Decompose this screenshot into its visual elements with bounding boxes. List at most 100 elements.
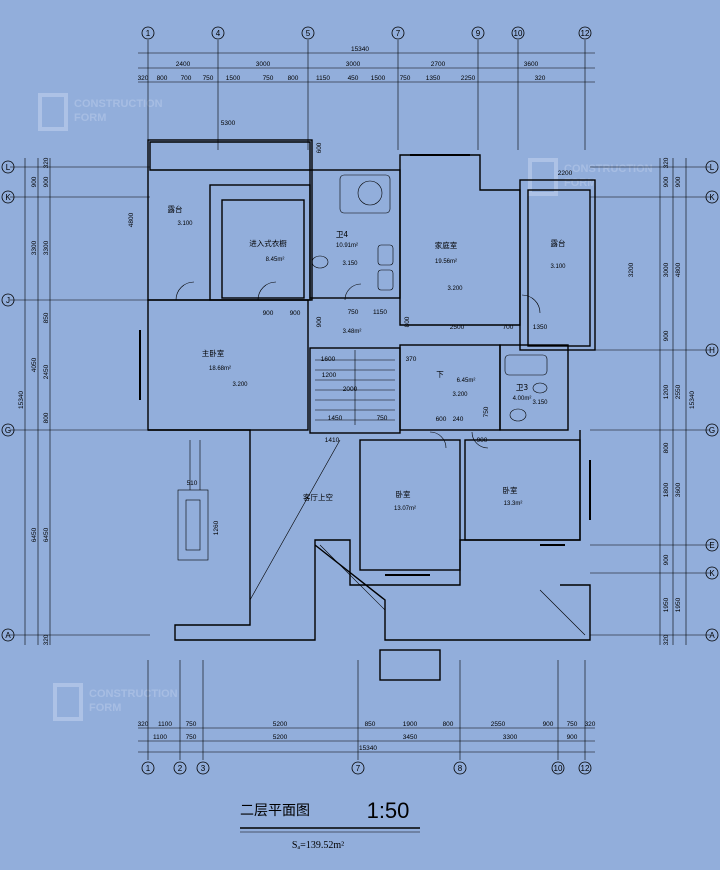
inner-dim: 2500: [450, 324, 465, 331]
dim-right-2: 3600: [675, 482, 682, 497]
dim-right-1: 900: [663, 554, 670, 565]
room-name: 露台: [168, 204, 183, 214]
room-name: 卧室: [503, 485, 518, 495]
axis-label: 4: [216, 29, 221, 38]
dim-right-1: 320: [663, 157, 670, 168]
room-elev: 3.100: [550, 264, 566, 270]
axis-label: H: [709, 346, 715, 355]
dim-top-1: 2400: [176, 61, 191, 68]
watermark-sub: FORM: [564, 177, 596, 189]
detail-lines: [139, 154, 591, 636]
room-elev: 3.200: [452, 392, 468, 398]
axis-label: A: [5, 631, 11, 640]
dim-left-1: 800: [43, 412, 50, 423]
room-name: 进入式衣橱: [249, 238, 287, 248]
inner-dim: 370: [406, 356, 417, 363]
axis-label: 12: [581, 29, 590, 38]
axis-label: L: [710, 163, 715, 172]
axis-label: L: [6, 163, 11, 172]
axis-lines: [10, 40, 710, 760]
inner-dim: 4800: [128, 212, 135, 227]
axis-label: 5: [306, 29, 311, 38]
axis-label: 12: [581, 764, 590, 773]
dim-bottom-1: 800: [443, 721, 454, 728]
dim-bottom-1: 1100: [158, 721, 172, 728]
axis-label: 7: [356, 764, 361, 773]
dim-top-2: 320: [138, 75, 149, 82]
room-name: 下: [436, 370, 444, 379]
room-elev: 3.200: [447, 286, 463, 292]
axis-label: 10: [554, 764, 563, 773]
dim-left-total: 15340: [18, 391, 25, 409]
axis-label: 2: [178, 764, 183, 773]
room-elev: 3.150: [342, 261, 358, 267]
dim-bottom-1: 1900: [403, 721, 418, 728]
dim-top-total: 15340: [351, 46, 369, 53]
dim-left-1: 900: [43, 176, 50, 187]
dim-bottom-1: 750: [186, 721, 197, 728]
dim-right-1: 1200: [663, 384, 670, 399]
inner-dim: 2200: [558, 170, 573, 177]
axis-label: K: [5, 193, 11, 202]
watermark-sub: FORM: [89, 702, 121, 714]
inner-dim: 900: [290, 310, 301, 317]
watermark-logo-icon: [528, 158, 558, 196]
dimension-lines: [24, 52, 687, 753]
dim-bottom-1: 5200: [273, 721, 288, 728]
dim-right-1: 3000: [663, 262, 670, 277]
axis-label: 8: [458, 764, 463, 773]
dim-bottom-2: 900: [567, 734, 578, 741]
axis-label: E: [709, 541, 714, 550]
room-area: 13.07m²: [394, 506, 416, 512]
watermark-brand: CONSTRUCTION: [89, 688, 178, 700]
axis-bubbles-bottom: 1 2 3 7 8 10 12: [141, 761, 592, 775]
drawing-title: 二层平面图: [240, 803, 310, 819]
dim-right-1: 800: [663, 442, 670, 453]
dim-bottom-total: 15340: [359, 745, 377, 752]
dim-bottom-1: 320: [138, 721, 149, 728]
axis-label: K: [709, 569, 715, 578]
dim-left-1: 320: [43, 157, 50, 168]
inner-dim: 1450: [328, 415, 343, 422]
walls: [147, 139, 596, 681]
dim-right-1: 320: [663, 634, 670, 645]
room-elev: 3.200: [232, 382, 248, 388]
axis-bubbles-right: L K H G E K A: [705, 160, 719, 642]
dim-right-group: 320 900 3000 900 1200 800 1800 900 1950 …: [663, 157, 696, 645]
inner-dim: 600: [316, 142, 323, 153]
inner-dim: 750: [348, 309, 359, 316]
dim-right-total: 15340: [689, 391, 696, 409]
room-name: 卧室: [396, 489, 411, 499]
inner-dim: 900: [477, 437, 488, 444]
dim-right-1: 1950: [663, 597, 670, 612]
watermark-sub: FORM: [74, 112, 106, 124]
inner-dim: 1150: [373, 309, 387, 316]
inner-dim: 700: [503, 324, 514, 331]
small-area: 3.48m²: [343, 329, 362, 335]
room-area: 4.00m²: [513, 396, 532, 402]
dim-bottom-1: 750: [567, 721, 578, 728]
axis-label: 7: [396, 29, 401, 38]
watermark-brand: CONSTRUCTION: [74, 98, 163, 110]
dim-right-2: 1950: [675, 597, 682, 612]
inner-dim: 900: [316, 316, 323, 327]
dim-bottom-1: 850: [365, 721, 376, 728]
dim-top-2: 800: [288, 75, 299, 82]
dim-right-1: 900: [663, 330, 670, 341]
dim-right-1: 900: [663, 176, 670, 187]
inner-dim: 2000: [343, 386, 358, 393]
dim-top-1: 3000: [256, 61, 271, 68]
dim-top-2: 450: [348, 75, 359, 82]
dim-bottom-1: 900: [543, 721, 554, 728]
dim-top-2: 1350: [426, 75, 441, 82]
dim-top-1: 3000: [346, 61, 361, 68]
dim-bottom-2: 3300: [503, 734, 518, 741]
dim-right-2: 2550: [675, 384, 682, 399]
inner-dim: 1260: [213, 520, 220, 535]
room-name: 主卧室: [202, 348, 225, 358]
axis-label: A: [709, 631, 715, 640]
dim-right-1: 1800: [663, 482, 670, 497]
dim-left-1: 850: [43, 312, 50, 323]
room-area: 6.45m²: [457, 378, 476, 384]
axis-label: 1: [146, 29, 151, 38]
